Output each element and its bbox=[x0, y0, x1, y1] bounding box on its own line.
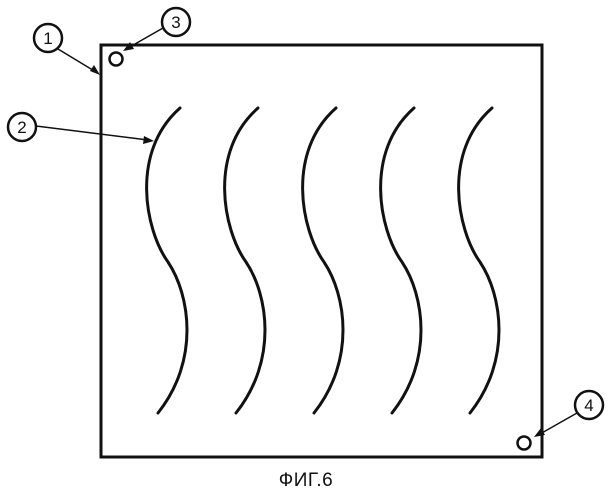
wave-strip-1 bbox=[147, 108, 187, 413]
mounting-hole-top-left bbox=[110, 53, 123, 66]
wave-strips bbox=[147, 108, 499, 413]
wave-strip-4 bbox=[381, 108, 421, 413]
wave-strip-2 bbox=[225, 108, 265, 413]
figure-caption: ФИГ.6 bbox=[0, 470, 612, 492]
callout-3-label: 3 bbox=[171, 13, 180, 32]
callout-2: 2 bbox=[8, 113, 154, 144]
callout-2-label: 2 bbox=[17, 118, 26, 137]
callout-1-arrowhead bbox=[90, 65, 100, 75]
wave-strip-5 bbox=[459, 108, 499, 413]
callout-1-leader bbox=[58, 49, 96, 72]
callout-4: 4 bbox=[534, 391, 603, 437]
callout-2-leader bbox=[36, 126, 148, 140]
callout-1: 1 bbox=[34, 24, 100, 75]
wave-strip-3 bbox=[303, 108, 343, 413]
callout-4-label: 4 bbox=[584, 396, 593, 415]
callout-1-label: 1 bbox=[43, 29, 52, 48]
panel-outline bbox=[101, 45, 542, 457]
mounting-hole-bottom-right bbox=[518, 437, 531, 450]
callout-2-arrowhead bbox=[143, 136, 154, 144]
callout-4-leader bbox=[540, 413, 577, 434]
